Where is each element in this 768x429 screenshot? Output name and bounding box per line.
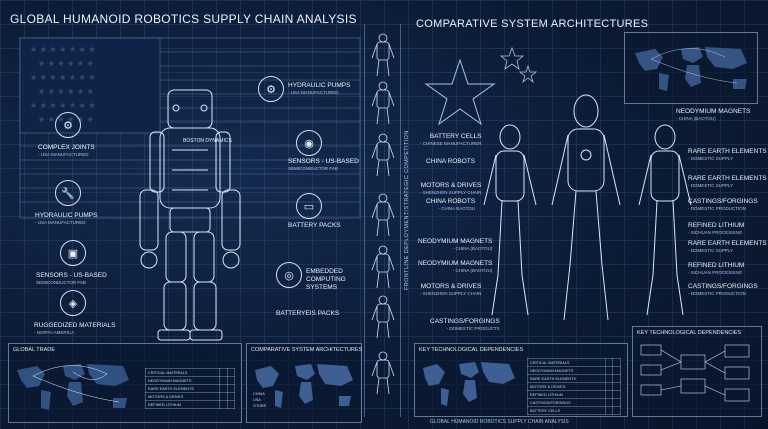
rr-5: REFINED LITHIUM- SICHUAN PROCESSING: [688, 222, 745, 236]
global-trade-map: [17, 364, 129, 410]
comparative-title: COMPARATIVE SYSTEM ARCHITECTURES: [251, 347, 363, 353]
chinese-humanoids: [483, 94, 692, 321]
vertical-caption: FRONTLINE DEPLOYMENT/STRATEGIC COMPETITI…: [404, 130, 410, 290]
sensor-icon: ◉: [296, 130, 322, 156]
legend-item-3: OTHER: [253, 404, 267, 408]
global-trade-table: CRITICAL MATERIALS NEODYMIUM MAGNETS RAR…: [144, 368, 236, 409]
center-label-5: BATTERYEIS PACKS: [276, 310, 340, 317]
rl-3: MOTORS & DRIVES- SHENZHEN SUPPLY CHAIN: [420, 182, 482, 196]
key-tech-title-2: KEY TECHNOLOGICAL DEPENDENCIES: [637, 330, 742, 336]
rr-3: RARE EARTH ELEMENTS- DOMESTIC SUPPLY: [688, 175, 767, 189]
rr-4: CASTINGS/FORGINGS- DOMESTIC PRODUCTION: [688, 198, 758, 212]
top-world-map-panel: [624, 32, 758, 104]
rl-2: CHINA ROBOTS: [426, 158, 476, 165]
key-tech-table: CRITICAL MATERIALS NEODYMIUM MAGNETS RAR…: [527, 358, 621, 415]
key-tech-panel-2: KEY TECHNOLOGICAL DEPENDENCIES: [632, 326, 762, 417]
materials-icon: ◈: [60, 290, 86, 316]
rl-1: BATTERY CELLS- CHINESE MANUFACTURER: [420, 133, 482, 147]
left-label-2: HYDRAULIC PUMPS- USA MANUFACTURED: [35, 212, 98, 226]
divider-right: [400, 24, 401, 417]
global-trade-title: GLOBAL TRADE: [13, 347, 55, 353]
joints-icon: ⚙: [55, 112, 81, 138]
footer-caption: GLOBAL HUMANOID ROBOTICS SUPPLY CHAIN AN…: [430, 419, 569, 425]
divider-left: [364, 24, 365, 417]
svg-text:★ ★ ★ ★ ★ ★ ★: ★ ★ ★ ★ ★ ★ ★: [30, 101, 95, 110]
battery-icon: ▭: [296, 193, 322, 219]
rl-5: NEODYMIUM MAGNETS- CHINA (BAOTOU): [418, 238, 493, 252]
rr-2: RARE EARTH ELEMENTS- DOMESTIC SUPPLY: [688, 148, 767, 162]
svg-text:★ ★ ★ ★ ★ ★ ★: ★ ★ ★ ★ ★ ★ ★: [30, 73, 95, 82]
svg-text:★ ★ ★ ★ ★ ★: ★ ★ ★ ★ ★ ★: [38, 87, 94, 96]
robot-badge: Boston Dynamics: [183, 138, 232, 144]
comparative-map: [255, 364, 353, 408]
svg-text:★ ★ ★ ★ ★ ★ ★: ★ ★ ★ ★ ★ ★ ★: [30, 45, 95, 54]
svg-text:★ ★ ★ ★ ★ ★: ★ ★ ★ ★ ★ ★: [38, 59, 94, 68]
rl-8: CASTINGS/FORGINGS- DOMESTIC PRODUCTS: [430, 318, 500, 332]
comparative-panel: COMPARATIVE SYSTEM ARCHITECTURES CHINA U…: [246, 343, 362, 423]
right-title: COMPARATIVE SYSTEM ARCHITECTURES: [416, 18, 649, 30]
small-robot-column: [371, 33, 395, 395]
legend-item-1: CHINA: [253, 392, 265, 396]
key-tech-title-1: KEY TECHNOLOGICAL DEPENDENCIES: [419, 347, 524, 353]
left-title: GLOBAL HUMANOID ROBOTICS SUPPLY CHAIN AN…: [10, 12, 357, 26]
hydraulic-icon: 🔧: [55, 180, 81, 206]
rr-6: RARE EARTH ELEMENTS- DOMESTIC SUPPLY: [688, 240, 767, 254]
world-map-thumbnail: [635, 47, 747, 91]
rr-7: REFINED LITHIUM- SICHUAN PROCESSING: [688, 262, 745, 276]
rr-1: NEODYMIUM MAGNETS- CHINA (BAOTOU): [676, 108, 751, 122]
center-label-3: BATTERY PACKS: [288, 222, 341, 229]
center-label-1: HYDRAULIC PUMPS- USA MANUFACTURED: [288, 82, 351, 96]
boston-dynamics-robot: [139, 89, 241, 341]
rl-4: CHINA ROBOTS- CHINA BAOTOU: [426, 198, 476, 212]
pump-icon: ⚙: [258, 76, 284, 102]
rr-8: CASTINGS/FORGINGS- DOMESTIC PRODUCTION: [688, 283, 758, 297]
compute-icon: ◎: [276, 262, 302, 288]
global-trade-panel: GLOBAL TRADE CRITICAL MATERIALS NEODYMIU…: [8, 343, 242, 423]
sensor-chip-icon: ▣: [60, 240, 86, 266]
dependency-flowchart: [640, 344, 750, 402]
left-label-1: COMPLEX JOINTS- USA MANUFACTURED: [38, 144, 95, 158]
center-label-4: EMBEDDED COMPUTING SYSTEMS: [306, 268, 346, 292]
rl-6: NEODYMIUM MAGNETS- CHINA (BAOTOU): [418, 260, 493, 274]
key-tech-panel-1: KEY TECHNOLOGICAL DEPENDENCIES CRITICAL …: [414, 343, 628, 417]
legend-item-2: USA: [253, 398, 261, 402]
china-stars: [424, 46, 538, 126]
rl-7: MOTORS & DRIVES- SHENZHEN SUPPLY CHAIN: [420, 283, 482, 297]
left-label-4: RUGGEDIZED MATERIALS- NORTH AMERICA: [34, 322, 116, 336]
key-tech-map: [423, 362, 515, 406]
